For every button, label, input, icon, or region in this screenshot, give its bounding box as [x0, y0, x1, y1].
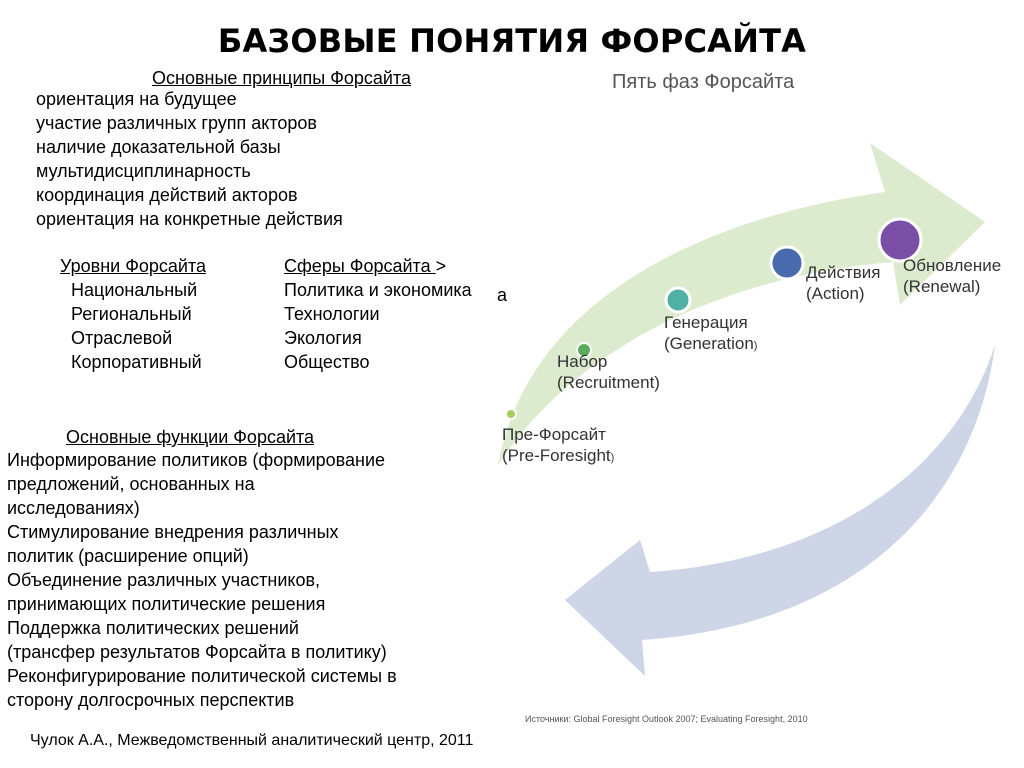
pre-foresight-label: Пре-Форсайт	[502, 425, 606, 444]
renewal-marker	[877, 217, 923, 263]
function-line: Информирование политиков (формирование	[7, 450, 386, 470]
function-line: Реконфигурирование политической системы …	[7, 666, 397, 686]
action-label-en: (Action)	[806, 284, 865, 303]
generation-label: Генерация	[664, 313, 748, 332]
slide-title: БАЗОВЫЕ ПОНЯТИЯ ФОРСАЙТА	[217, 22, 807, 60]
recruitment-label: Набор	[557, 352, 607, 371]
lower-arrow	[565, 345, 995, 676]
function-line: Объединение различных участников,	[7, 570, 321, 590]
function-line: сторону долгосрочных перспектив	[7, 690, 295, 710]
levels-heading: Уровни Форсайта	[60, 256, 207, 276]
arrow-glyph: >	[435, 256, 447, 276]
principle-item: участие различных групп акторов	[36, 113, 317, 133]
renewal-label-en: (Renewal)	[903, 277, 980, 296]
action-marker	[769, 245, 805, 281]
function-line: Поддержка политических решений	[7, 618, 299, 638]
sphere-item: Политика и экономика	[284, 280, 472, 300]
upper-arrow	[498, 143, 985, 465]
principle-item: наличие доказательной базы	[36, 137, 281, 157]
level-item: Корпоративный	[71, 352, 202, 372]
diagram-source: Источники: Global Foresight Outlook 2007…	[525, 714, 808, 724]
sphere-item: Общество	[284, 352, 370, 372]
spheres-list: Политика и экономика Технологии Экология…	[284, 278, 472, 374]
level-item: Национальный	[71, 280, 198, 300]
principle-item: мультидисциплинарность	[36, 161, 251, 181]
pre-foresight-label-en: (Pre-Foresight)	[502, 446, 614, 465]
spheres-heading: Сферы Форсайта	[284, 256, 436, 276]
generation-marker	[664, 286, 692, 314]
principles-heading: Основные принципы Форсайта	[152, 68, 412, 88]
level-item: Отраслевой	[71, 328, 173, 348]
function-line: политик (расширение опций)	[7, 546, 249, 566]
principle-item: ориентация на конкретные действия	[36, 209, 343, 229]
principle-item: координация действий акторов	[36, 185, 298, 205]
recruitment-label-en: (Recruitment)	[557, 373, 660, 392]
action-label: Действия	[806, 263, 880, 282]
levels-list: Национальный Региональный Отраслевой Кор…	[71, 278, 202, 374]
footer-credit: Чулок А.А., Межведомственный аналитическ…	[30, 732, 474, 749]
spheres-heading-row: Сферы Форсайта >	[284, 254, 446, 278]
principles-list: ориентация на будущее участие различных …	[36, 87, 343, 231]
diagram-title: Пять фаз Форсайта	[612, 71, 795, 93]
stray-char: а	[497, 285, 508, 305]
sphere-item: Экология	[284, 328, 362, 348]
function-line: предложений, основанных на	[7, 474, 255, 494]
function-line: Стимулирование внедрения различных	[7, 522, 339, 542]
functions-list: Информирование политиков (формирование п…	[7, 448, 397, 712]
recruitment-marker	[576, 342, 592, 358]
functions-heading: Основные функции Форсайта	[66, 427, 315, 447]
renewal-label: Обновление	[903, 256, 1001, 275]
generation-label-en: (Generation)	[664, 334, 757, 353]
function-line: (трансфер результатов Форсайта в политик…	[7, 642, 387, 662]
sphere-item: Технологии	[284, 304, 380, 324]
pre-foresight-marker	[505, 408, 517, 420]
principle-item: ориентация на будущее	[36, 89, 237, 109]
level-item: Региональный	[71, 304, 192, 324]
function-line: исследованиях)	[7, 498, 140, 518]
function-line: принимающих политические решения	[7, 594, 326, 614]
